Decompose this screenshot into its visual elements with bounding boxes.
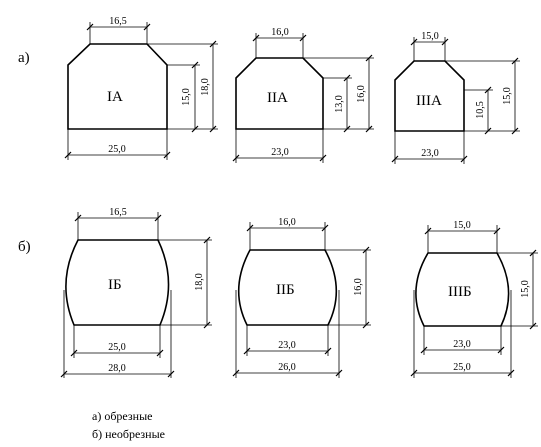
dim-IB-width: 28,0 xyxy=(108,363,126,374)
section-IIIA: IIIA 15,0 23,0 10,5 15,0 xyxy=(391,31,520,164)
row-label-b: б) xyxy=(18,239,31,255)
dim-IIIB-top: 15,0 xyxy=(453,220,471,231)
dim-IB-height: 18,0 xyxy=(194,273,205,291)
dim-IA-top: 16,5 xyxy=(109,16,127,27)
dim-IIA-height: 16,0 xyxy=(356,85,367,103)
dim-IIIA-top: 15,0 xyxy=(421,31,439,42)
dim-IIIB-height: 15,0 xyxy=(520,280,531,298)
dim-IIIA-bottom: 23,0 xyxy=(421,148,439,159)
shape-IA-outline xyxy=(67,43,168,130)
dim-IIB-bottom: 23,0 xyxy=(278,340,296,351)
section-IIB: IIБ 16,0 23,0 26,0 16,0 xyxy=(232,217,371,378)
dim-IB-top: 16,5 xyxy=(109,207,127,218)
dim-IIIB-bottom: 23,0 xyxy=(453,339,471,350)
dim-IIIB-width: 25,0 xyxy=(453,362,471,373)
row-label-a: а) xyxy=(18,50,30,66)
dim-IIA-bottom: 23,0 xyxy=(271,147,289,158)
dim-IIB-height: 16,0 xyxy=(353,278,364,296)
section-IIA: IIA 16,0 23,0 13,0 16,0 xyxy=(232,27,374,163)
dim-IIA-side: 13,0 xyxy=(334,95,345,113)
dim-IA-height: 18,0 xyxy=(200,78,211,96)
shape-IB-label: IБ xyxy=(108,277,122,293)
section-IB: IБ 16,5 25,0 28,0 18,0 xyxy=(60,207,212,378)
dim-IA-side: 15,0 xyxy=(181,88,192,106)
legend-cut: а) обрезные xyxy=(92,409,152,423)
dim-IIIA-side: 10,5 xyxy=(475,101,486,119)
shape-IIB-label: IIБ xyxy=(276,282,295,298)
section-IIIB: IIIБ 15,0 23,0 25,0 15,0 xyxy=(410,220,538,378)
dim-IB-bottom: 25,0 xyxy=(108,342,126,353)
shape-IA-label: IA xyxy=(107,89,123,105)
legend-uncut: б) необрезные xyxy=(92,427,165,441)
shape-IIA-label: IIA xyxy=(267,90,288,106)
dim-IIIA-height: 15,0 xyxy=(502,87,513,105)
shape-IIIA-label: IIIA xyxy=(416,93,442,109)
shape-IIIB-label: IIIБ xyxy=(448,284,472,300)
dim-IIA-top: 16,0 xyxy=(271,27,289,38)
dim-IA-bottom: 25,0 xyxy=(108,144,126,155)
dim-IIB-top: 16,0 xyxy=(278,217,296,228)
dim-IIB-width: 26,0 xyxy=(278,362,296,373)
section-IA: IA 16,5 25,0 15,0 18,0 xyxy=(64,16,218,160)
